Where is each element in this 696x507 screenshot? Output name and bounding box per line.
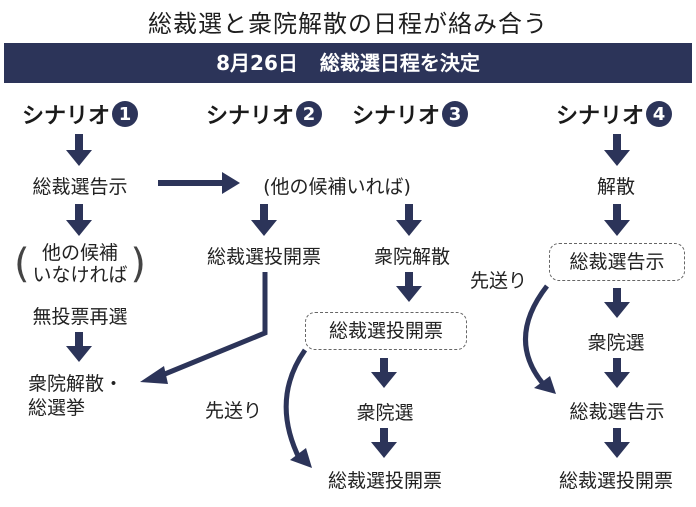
- arrowhead-icon: [290, 448, 312, 468]
- down-arrow-icon: [251, 204, 277, 236]
- number-badge-icon: 2: [296, 101, 323, 127]
- arrowhead-icon: [140, 366, 168, 384]
- arrowhead-icon: [534, 376, 556, 394]
- s4-step-vote: 総裁選投開票: [558, 470, 673, 492]
- date-banner: 8月26日総裁選日程を決定: [4, 43, 692, 83]
- s3-step-vote-dashed: 総裁選投開票: [305, 312, 467, 350]
- down-arrow-icon: [396, 204, 422, 236]
- banner-date: 8月26日: [216, 51, 298, 75]
- s1-dissolve-line1: 衆院解散・: [28, 373, 124, 395]
- down-arrow-icon: [371, 358, 397, 388]
- s2-step-condition: (他の候補いれば): [263, 176, 411, 198]
- down-arrow-icon: [396, 272, 422, 302]
- s3-step-dissolve: 衆院解散: [373, 246, 450, 268]
- scenario-1-header: シナリオ 1: [22, 98, 139, 130]
- s4-step-announce-dashed: 総裁選告示: [549, 243, 685, 281]
- paren-right: ): [130, 241, 146, 287]
- down-arrow-icon: [66, 134, 92, 166]
- s1-condition-line2: いなければ: [32, 264, 128, 286]
- diagram-title: 総裁選と衆院解散の日程が絡み合う: [148, 10, 548, 38]
- down-arrow-icon: [604, 358, 630, 388]
- s1-dissolve-line2: 総選挙: [28, 397, 86, 419]
- s3-defer-label: 先送り: [205, 400, 263, 422]
- defer-curve-arrow-s4: [523, 284, 549, 388]
- s1-step-condition: ( 他の候補 いなければ ): [14, 242, 146, 286]
- scenario-3-label: シナリオ: [352, 104, 441, 129]
- defer-curve-arrow-s3: [283, 348, 308, 462]
- scenario-1-label: シナリオ: [22, 104, 111, 129]
- right-arrow-icon: [158, 172, 240, 194]
- number-badge-icon: 1: [112, 101, 139, 127]
- s4-step-election: 衆院選: [587, 332, 645, 354]
- s1-step-announce: 総裁選告示: [32, 176, 128, 198]
- down-arrow-icon: [604, 204, 630, 236]
- scenario-3-header: シナリオ 3: [352, 98, 469, 130]
- s4-step-dissolve: 解散: [596, 176, 635, 198]
- scenario-2-header: シナリオ 2: [206, 98, 323, 130]
- s3-step-vote-final: 総裁選投開票: [327, 470, 442, 492]
- down-arrow-icon: [604, 288, 630, 318]
- down-arrow-icon: [66, 332, 92, 362]
- s1-step-reelect: 無投票再選: [32, 306, 128, 328]
- banner-text: 総裁選日程を決定: [319, 51, 480, 75]
- down-arrow-icon: [604, 134, 630, 166]
- s4-defer-label: 先送り: [470, 270, 528, 292]
- scenario-4-header: シナリオ 4: [556, 98, 673, 130]
- paren-left: (: [14, 241, 30, 287]
- connector-arrow-s2-to-s1: [159, 272, 268, 379]
- s1-step-dissolve: 衆院解散・ 総選挙: [28, 372, 123, 420]
- scenario-4-label: シナリオ: [556, 104, 645, 129]
- scenario-2-label: シナリオ: [206, 104, 295, 129]
- s1-condition-line1: 他の候補: [41, 242, 118, 264]
- s3-step-election: 衆院選: [356, 402, 414, 424]
- s2-step-vote: 総裁選投開票: [206, 246, 321, 268]
- down-arrow-icon: [604, 428, 630, 458]
- number-badge-icon: 3: [442, 101, 469, 127]
- s4-step-announce: 総裁選告示: [569, 401, 665, 423]
- down-arrow-icon: [66, 204, 92, 236]
- number-badge-icon: 4: [646, 101, 673, 127]
- down-arrow-icon: [371, 428, 397, 458]
